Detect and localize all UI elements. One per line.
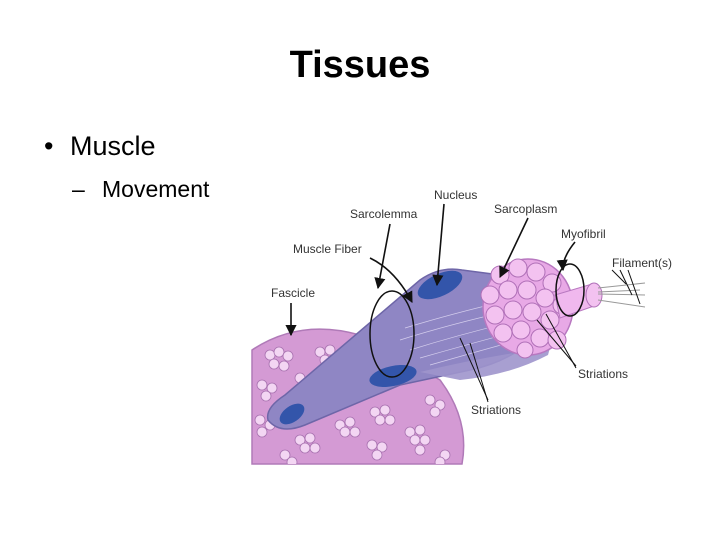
label-filaments: Filament(s): [612, 256, 672, 270]
filament-lines: [598, 283, 645, 307]
myofibril-end: [586, 283, 602, 307]
filament-pointer-3: [628, 270, 640, 304]
label-muscle-fiber: Muscle Fiber: [293, 242, 362, 256]
sarcolemma-arrow: [378, 224, 390, 288]
label-sarcoplasm: Sarcoplasm: [494, 202, 557, 216]
label-myofibril: Myofibril: [561, 227, 606, 241]
label-sarcolemma: Sarcolemma: [350, 207, 418, 221]
label-nucleus: Nucleus: [434, 188, 477, 202]
label-fascicle: Fascicle: [271, 286, 315, 300]
label-striations-bottom: Striations: [471, 403, 521, 417]
label-striations-right: Striations: [578, 367, 628, 381]
